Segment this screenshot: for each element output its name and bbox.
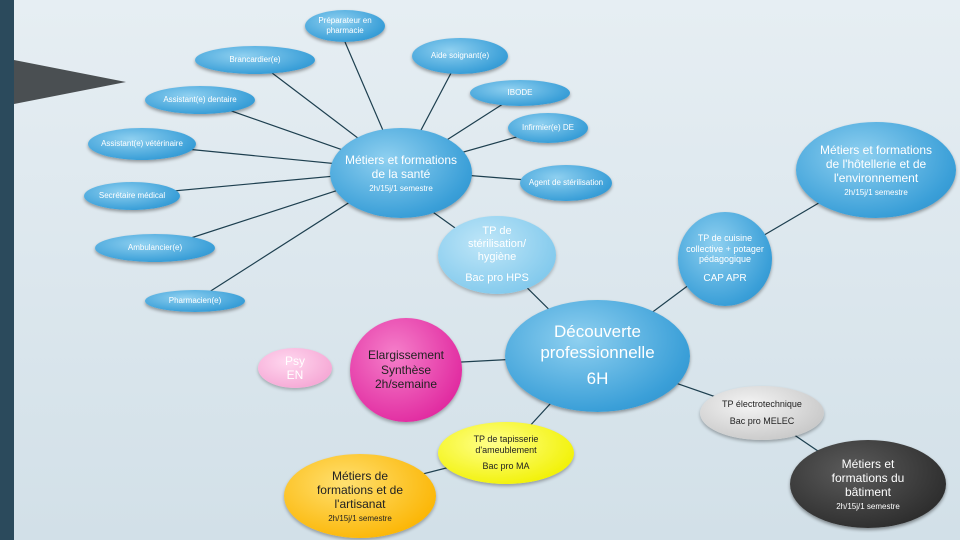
label-agent-sterilisation: Agent de stérilisation bbox=[528, 178, 604, 188]
node-psy: Psy EN bbox=[258, 348, 332, 388]
node-sante-tp: TP de stérilisation/ hygiène Bac pro HPS bbox=[438, 216, 556, 294]
node-decouverte: Découverte professionnelle 6H bbox=[505, 300, 690, 412]
node-dentaire: Assistant(e) dentaire bbox=[145, 86, 255, 114]
batiment-hours: 2h/15j/1 semestre bbox=[836, 501, 900, 511]
tapisserie-bac: Bac pro MA bbox=[482, 461, 530, 472]
node-elargissement: Elargissement Synthèse 2h/semaine bbox=[350, 318, 462, 422]
label-aide-soignant: Aide soignant(e) bbox=[430, 51, 490, 61]
hotellerie-hours: 2h/15j/1 semestre bbox=[844, 187, 908, 197]
hotellerie-tp-title: TP de cuisine collective + potager pédag… bbox=[686, 232, 764, 265]
node-veterinaire: Assistant(e) vétérinaire bbox=[88, 128, 196, 160]
sante-tp-title: TP de stérilisation/ hygiène bbox=[467, 224, 527, 263]
tapisserie-title: TP de tapisserie d'ameublement bbox=[473, 433, 539, 455]
electro-title: TP électrotechnique bbox=[722, 399, 802, 410]
node-electro: TP électrotechnique Bac pro MELEC bbox=[700, 386, 824, 440]
label-ibode: IBODE bbox=[507, 88, 533, 98]
label-pharmacien: Pharmacien(e) bbox=[168, 296, 222, 306]
sante-title: Métiers et formations de la santé bbox=[344, 152, 458, 182]
artisanat-title: Métiers de formations et de l'artisanat bbox=[316, 468, 404, 512]
label-secretaire: Secrétaire médical bbox=[98, 191, 166, 201]
hotellerie-title: Métiers et formations de l'hôtellerie et… bbox=[819, 142, 933, 186]
decouverte-hours: 6H bbox=[586, 369, 609, 389]
label-dentaire: Assistant(e) dentaire bbox=[163, 95, 237, 105]
node-sante: Métiers et formations de la santé 2h/15j… bbox=[330, 128, 472, 218]
node-pharmacien: Pharmacien(e) bbox=[145, 290, 245, 312]
node-hotellerie-tp: TP de cuisine collective + potager pédag… bbox=[678, 212, 772, 306]
elargissement-title: Elargissement Synthèse 2h/semaine bbox=[367, 348, 445, 392]
node-ambulancier: Ambulancier(e) bbox=[95, 234, 215, 262]
label-brancardier: Brancardier(e) bbox=[229, 55, 281, 65]
artisanat-hours: 2h/15j/1 semestre bbox=[328, 513, 392, 523]
hotellerie-tp-bac: CAP APR bbox=[703, 273, 747, 285]
node-infirmier: Infirmier(e) DE bbox=[508, 113, 588, 143]
node-secretaire: Secrétaire médical bbox=[84, 182, 180, 210]
sante-tp-bac: Bac pro HPS bbox=[465, 272, 529, 285]
label-veterinaire: Assistant(e) vétérinaire bbox=[101, 139, 183, 149]
label-preparateur: Préparateur en pharmacie bbox=[318, 16, 372, 35]
electro-bac: Bac pro MELEC bbox=[729, 416, 795, 426]
node-brancardier: Brancardier(e) bbox=[195, 46, 315, 74]
node-agent-sterilisation: Agent de stérilisation bbox=[520, 165, 612, 201]
node-hotellerie: Métiers et formations de l'hôtellerie et… bbox=[796, 122, 956, 218]
left-arrow-shape bbox=[14, 60, 126, 104]
node-tapisserie: TP de tapisserie d'ameublement Bac pro M… bbox=[438, 422, 574, 484]
decouverte-title: Découverte professionnelle bbox=[540, 322, 655, 362]
node-artisanat: Métiers de formations et de l'artisanat … bbox=[284, 454, 436, 538]
label-ambulancier: Ambulancier(e) bbox=[127, 243, 183, 253]
batiment-title: Métiers et formations du bâtiment bbox=[831, 456, 905, 500]
label-infirmier: Infirmier(e) DE bbox=[521, 123, 574, 133]
psy-label: Psy EN bbox=[284, 353, 305, 382]
node-preparateur: Préparateur en pharmacie bbox=[305, 10, 385, 42]
sante-hours: 2h/15j/1 semestre bbox=[369, 183, 433, 193]
node-ibode: IBODE bbox=[470, 80, 570, 106]
node-aide-soignant: Aide soignant(e) bbox=[412, 38, 508, 74]
node-batiment: Métiers et formations du bâtiment 2h/15j… bbox=[790, 440, 946, 528]
left-sidebar-stripe bbox=[0, 0, 14, 540]
